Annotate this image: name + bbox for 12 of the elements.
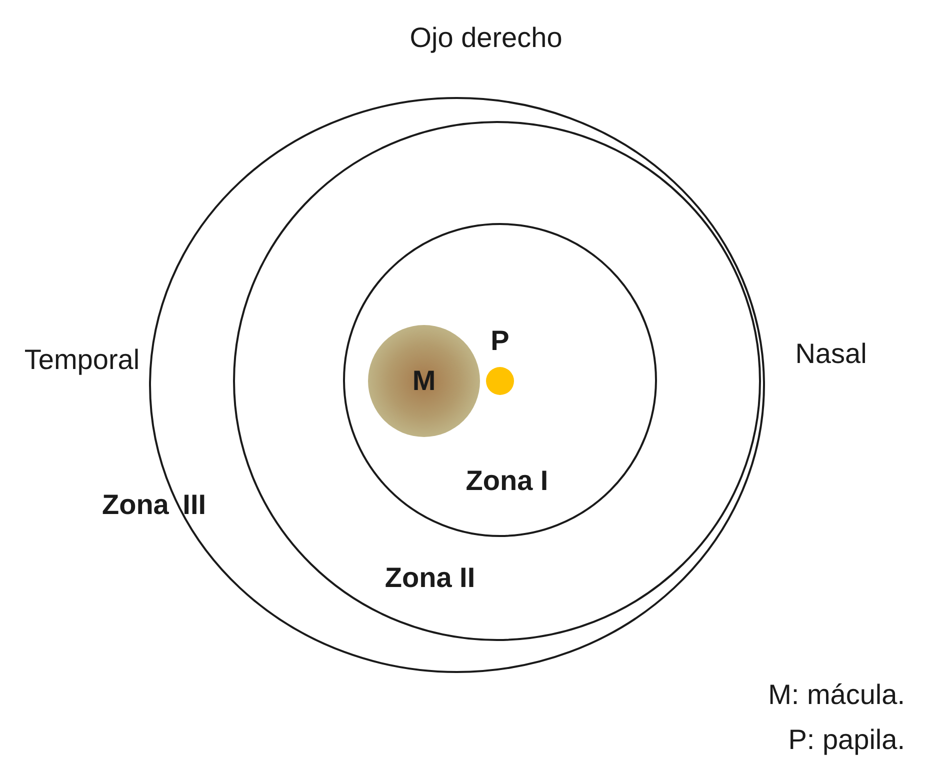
key-note: M: mácula. <box>768 681 905 709</box>
papilla-label: P <box>490 327 510 355</box>
diagram-title: Ojo derecho <box>410 24 562 52</box>
zone-boundary-circle <box>233 121 761 641</box>
side-label: Temporal <box>24 346 140 374</box>
zone-boundary-circle <box>343 223 657 537</box>
zone-label: Zona III <box>102 491 206 519</box>
zone-label: Zona I <box>466 467 548 495</box>
side-label: Nasal <box>795 340 867 368</box>
key-note: P: papila. <box>788 726 905 754</box>
zone-label: Zona II <box>384 564 476 592</box>
macula-label: M <box>412 367 436 395</box>
